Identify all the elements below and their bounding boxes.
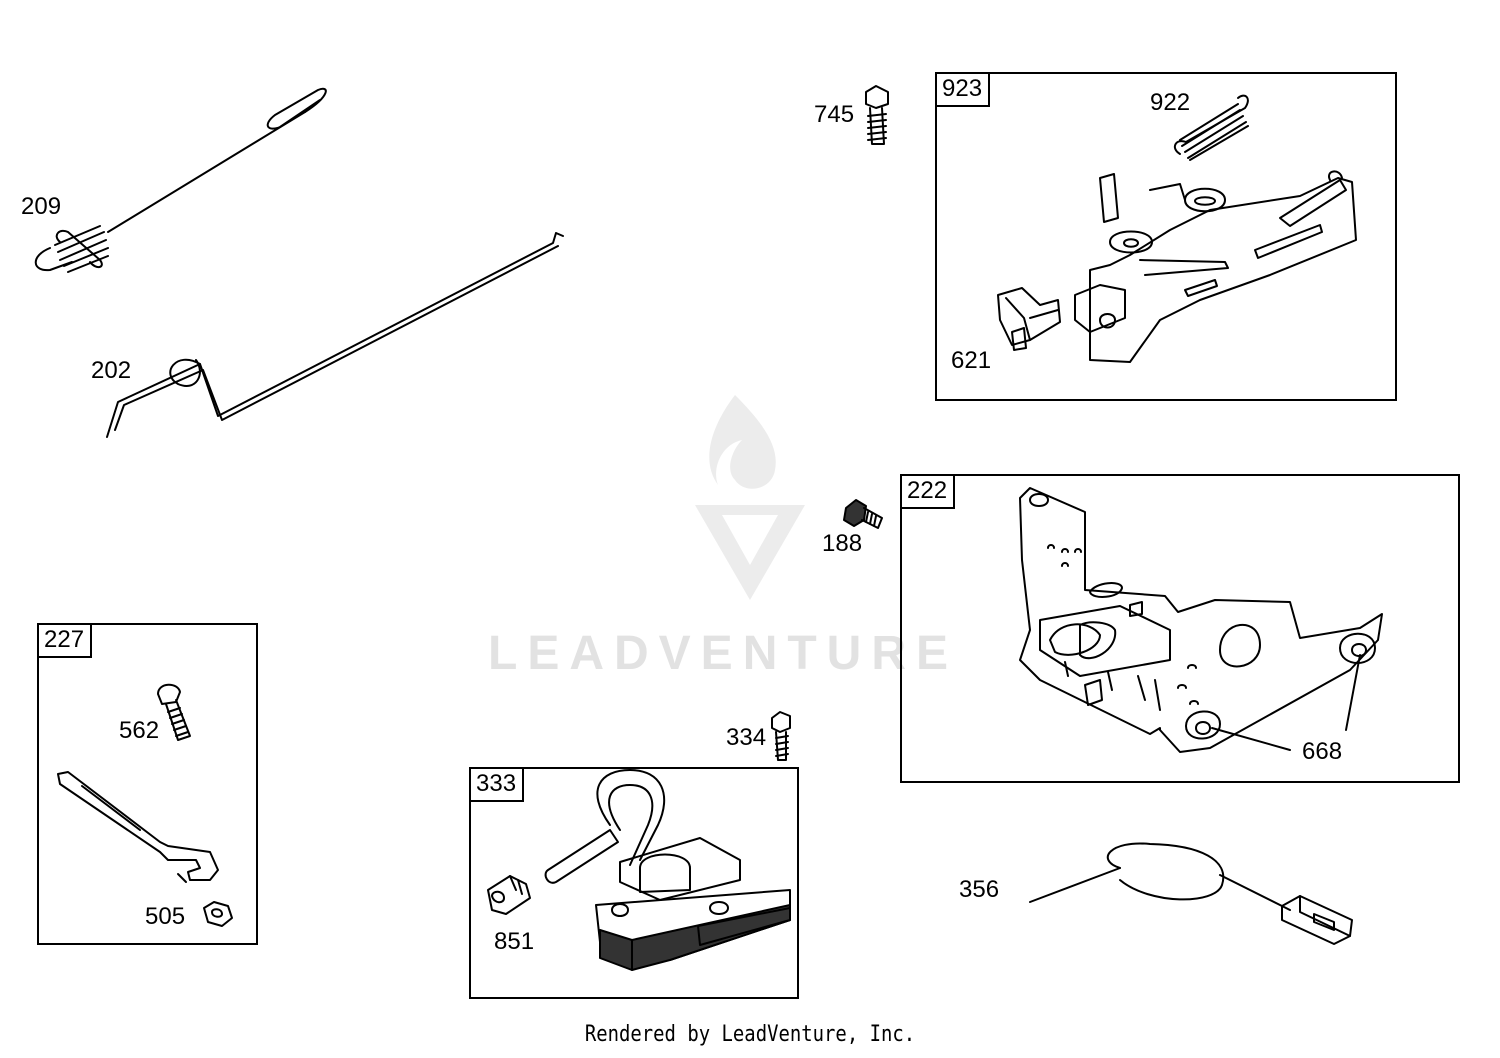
screw-334 [771, 711, 791, 761]
connector-851 [487, 875, 531, 915]
group-box-222: 222 [900, 474, 1460, 783]
callout-505[interactable]: 505 [145, 903, 186, 930]
group-box-333: 333 [469, 767, 799, 999]
group-label-227: 227 [39, 625, 93, 658]
callout-334[interactable]: 334 [726, 724, 767, 751]
clip-621 [997, 287, 1061, 351]
group-label-333: 333 [471, 769, 525, 802]
callout-202[interactable]: 202 [91, 357, 132, 384]
spring-922 [1173, 94, 1249, 161]
watermark-text: LEADVENTURE [488, 627, 959, 680]
control-bracket-923 [1074, 170, 1357, 363]
lever-arm-227 [57, 771, 219, 883]
callout-562[interactable]: 562 [119, 717, 160, 744]
governor-rod-202 [106, 232, 564, 438]
group-label-222: 222 [902, 476, 956, 509]
nut-505 [203, 901, 233, 927]
wire-356 [1029, 842, 1353, 945]
screw-188 [843, 499, 883, 529]
callout-851[interactable]: 851 [494, 928, 535, 955]
main-bracket-222 [1019, 487, 1383, 753]
group-label-923: 923 [937, 74, 991, 107]
group-box-923: 923 [935, 72, 1397, 401]
leader-668a [1211, 727, 1291, 751]
bolt-562 [157, 683, 191, 741]
armature-333 [544, 769, 791, 971]
bolt-745 [865, 85, 889, 145]
footer-credit: Rendered by LeadVenture, Inc. [584, 1022, 916, 1047]
callout-209[interactable]: 209 [21, 193, 62, 220]
callout-621[interactable]: 621 [951, 347, 992, 374]
group-box-227: 227 [37, 623, 258, 945]
callout-356[interactable]: 356 [959, 876, 1000, 903]
callout-922[interactable]: 922 [1150, 89, 1191, 116]
spring-rod-209 [34, 87, 327, 273]
leader-668b [1345, 654, 1361, 731]
callout-745[interactable]: 745 [814, 101, 855, 128]
callout-668[interactable]: 668 [1302, 738, 1343, 765]
callout-188[interactable]: 188 [822, 530, 863, 557]
